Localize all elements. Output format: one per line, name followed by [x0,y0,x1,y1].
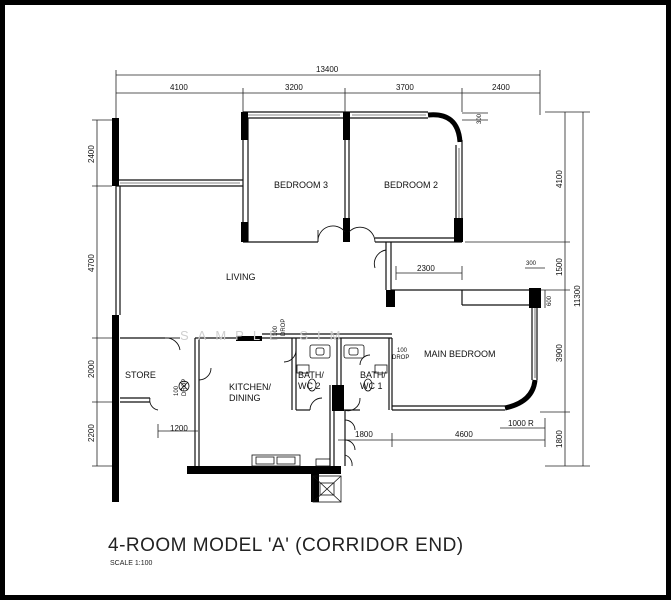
dim-right-4: 1800 [555,430,564,448]
dim-300-top: 300 [477,113,483,124]
dim-left-4: 2200 [87,424,96,442]
kitchen-sink [251,454,331,467]
dim-2300: 2300 [417,264,435,273]
dim-top-4: 2400 [492,83,510,92]
dim-4600: 4600 [455,430,473,439]
structural-columns [112,112,541,502]
room-label-bath2-2: WC 2 [298,381,321,391]
wall-outlines [115,111,538,466]
dim-top-total: 13400 [316,65,339,74]
dim-right-3: 3900 [555,344,564,362]
plan-title: 4-ROOM MODEL 'A' (CORRIDOR END) [108,535,464,556]
room-label-living: LIVING [226,272,256,282]
dim-1000r: 1000 R [508,419,534,428]
drop-bath-1: 100 [397,348,408,354]
dim-left-1: 2400 [87,145,96,163]
room-label-main-bedroom: MAIN BEDROOM [424,349,496,359]
plan-scale: SCALE 1:100 [110,560,153,567]
door-swings [149,225,387,467]
dim-top-1: 4100 [170,83,188,92]
curved-walls [427,112,538,411]
service-shaft [312,475,342,503]
dim-top-3: 3700 [396,83,414,92]
room-label-bath1-1: BATH/ [360,370,386,380]
dim-300-mid: 300 [526,261,537,267]
room-label-bath2-1: BATH/ [298,370,324,380]
room-label-bath1-2: WC 1 [360,381,383,391]
room-label-bedroom2: BEDROOM 2 [384,180,438,190]
drop-store-1: 100 [174,385,180,396]
dim-left-3: 2000 [87,360,96,378]
dim-600: 600 [547,295,553,306]
drop-bath-2: DROP [392,355,409,361]
watermark-text: SAMPLE SIM [180,328,349,343]
bathroom-fixtures [178,344,388,392]
room-label-kitchen-2: DINING [229,393,261,403]
dim-1800: 1800 [355,430,373,439]
dim-1200: 1200 [170,424,188,433]
dim-top-2: 3200 [285,83,303,92]
dim-right-total: 11300 [573,285,582,307]
room-label-kitchen-1: KITCHEN/ [229,382,272,392]
dim-right-2: 1500 [555,258,564,276]
room-label-store: STORE [125,370,156,380]
dim-left-2: 4700 [87,254,96,272]
drop-store-2: DROP [182,379,188,396]
dim-right-1: 4100 [555,170,564,188]
drop-kitchen-2: DROP [281,319,287,336]
room-label-bedroom3: BEDROOM 3 [274,180,328,190]
drop-kitchen-1: 100 [273,325,279,336]
